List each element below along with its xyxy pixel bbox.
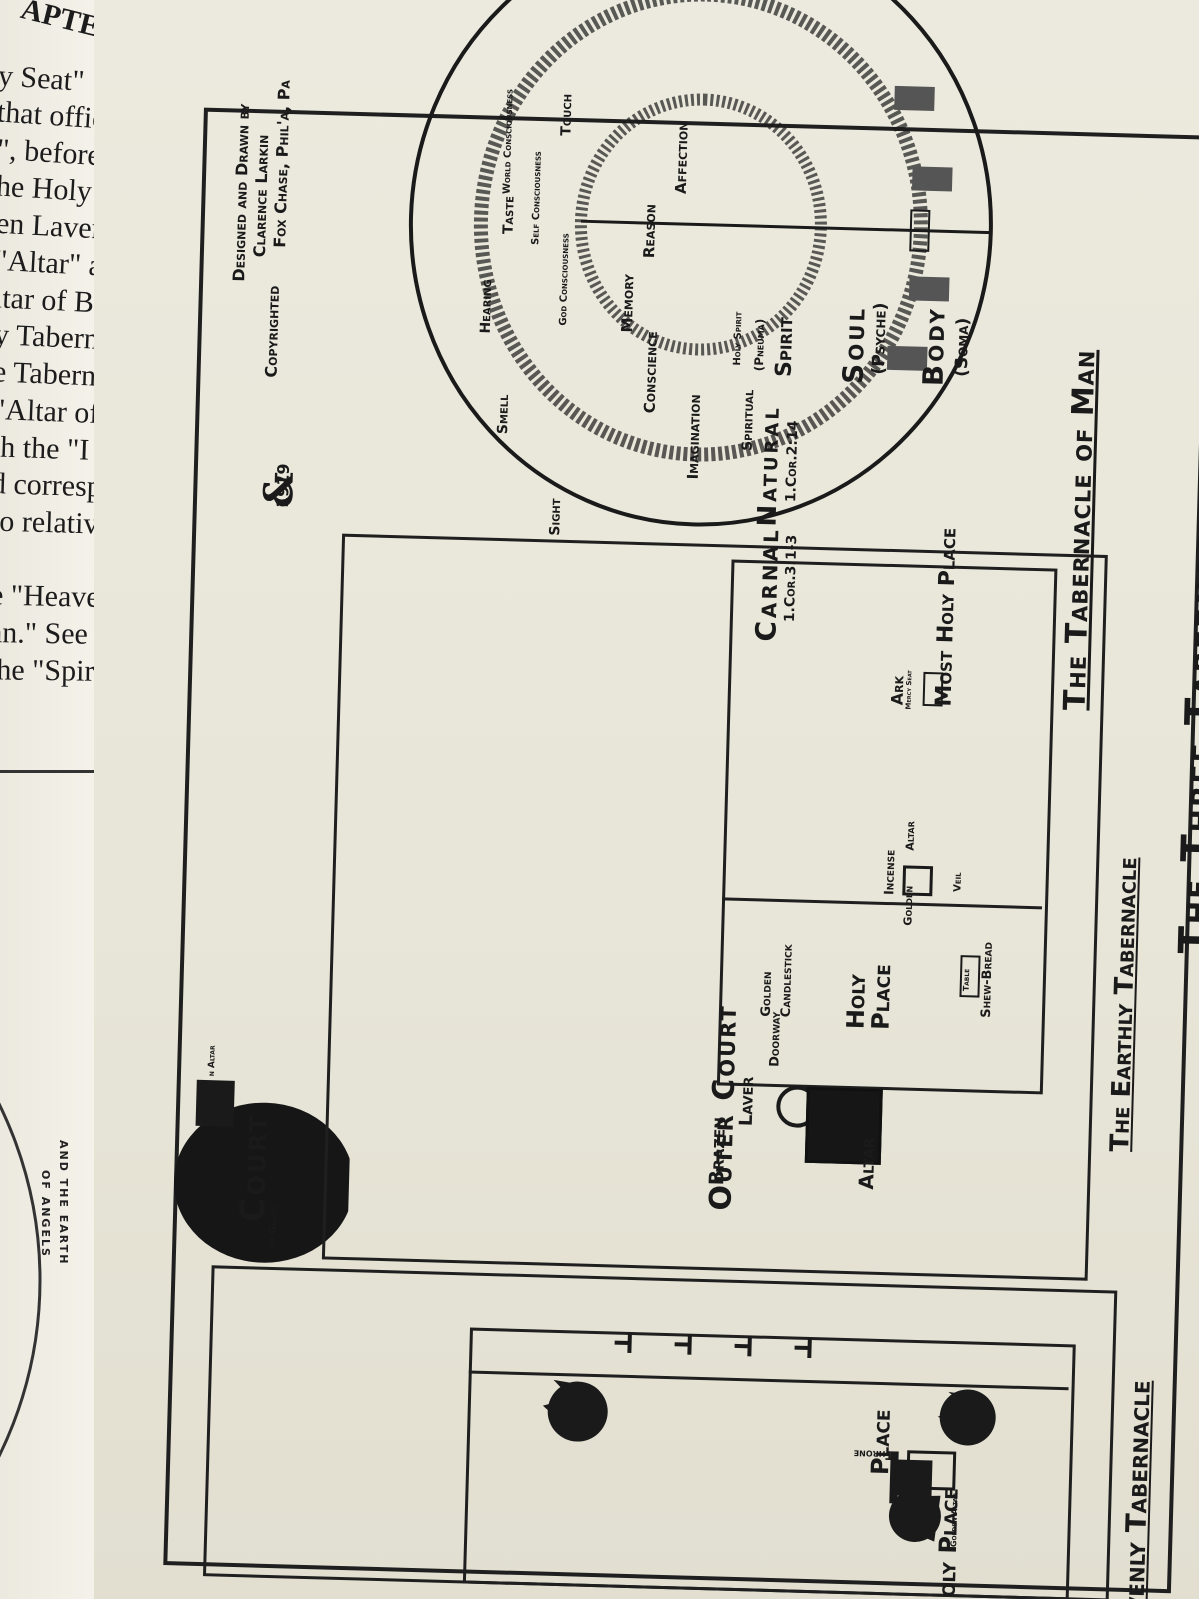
sea-of-glass-drawing	[173, 1102, 352, 1263]
outer-court-label: Outer Court	[703, 1003, 745, 1211]
previous-page-line: ltar of Bu	[0, 281, 100, 320]
heavenly-lamps-drawing	[614, 1332, 812, 1359]
carnal-ref: 1.Cor.3:1-3	[781, 534, 801, 623]
previous-page-line: y Seat"	[0, 59, 86, 98]
golden-label: Golden	[901, 885, 916, 926]
mercy-seat-box	[922, 671, 944, 707]
previous-page-line: ", before	[0, 132, 100, 173]
previous-page-arc-label: OF ANGELS	[39, 1170, 52, 1258]
previous-page-line: e "Heaveni	[0, 578, 100, 615]
shew-bread-label: Shew-Bread	[978, 941, 996, 1019]
previous-page-line: th the "I	[0, 430, 90, 467]
faculty-label: Imagination	[683, 394, 705, 480]
sense-label: Taste	[500, 195, 518, 235]
credit-line-2: Clarence Larkin	[249, 134, 273, 258]
copyright-label: Copyrighted	[261, 285, 284, 378]
heavenly-heading: venly Tabernacle	[1117, 1379, 1157, 1599]
previous-page-line: to relativ	[0, 504, 99, 541]
holy-place-label: Holy Place	[841, 963, 897, 1031]
previous-page-rule	[0, 770, 100, 773]
previous-page-header: APTER	[17, 0, 100, 49]
sense-label: Sight	[547, 498, 565, 536]
soul-label: Soul	[836, 305, 872, 385]
altar-label: Altar	[903, 820, 918, 851]
golden-candlestick-label: Golden	[758, 971, 776, 1017]
previous-page-line: "Altar of	[0, 392, 100, 431]
soul-sub-label: (Psyche)	[868, 302, 891, 375]
table-label: Table	[961, 968, 972, 992]
sense-label: Smell	[494, 394, 513, 435]
faculty-label: Reason	[639, 203, 660, 259]
spirit-label: Spirit	[771, 316, 799, 378]
ark-label: Ark	[887, 675, 908, 706]
carnal-label: Carnal	[749, 526, 786, 642]
body-label: Body	[916, 305, 952, 387]
holy-spirit-label: Holy Spirit	[731, 311, 745, 366]
previous-page-line: an." See t	[0, 616, 100, 651]
heavenly-golden-altar-drawing	[889, 1451, 933, 1504]
plate-page: The Three Tabernacles venly Tabernacle T…	[94, 0, 1199, 1599]
brazen-altar-label: Altar	[854, 1137, 880, 1190]
previous-page-line: "Altar" an	[0, 243, 100, 283]
heavenly-brazen-altar-label: n Altar	[206, 1045, 218, 1077]
faculty-label: Conscience	[640, 330, 661, 414]
previous-page-line: d correspo	[0, 467, 100, 504]
man-circle-diagram	[408, 0, 993, 527]
natural-label: Natural	[752, 404, 786, 527]
spirit-sub-label: (Pneuma)	[751, 318, 768, 372]
previous-page-arc-label: AND THE EARTH	[57, 1140, 70, 1266]
previous-page-line: the "Spir	[0, 653, 96, 688]
doorway-label: Doorway	[767, 1011, 784, 1068]
heavenly-golden-altar-label: Golden Altar	[949, 1492, 960, 1548]
incense-label: Incense	[882, 849, 899, 896]
sense-label: Touch	[558, 93, 576, 136]
previous-page-diagram-arcs	[0, 1102, 42, 1458]
heavenly-creatures-drawing	[542, 1379, 996, 1543]
copyright-year: 1919	[272, 463, 294, 509]
natural-ref: 1.Cor.2:14	[783, 420, 802, 503]
veil-label: Veil	[952, 872, 964, 893]
previous-page-line: y Tabernac	[0, 318, 100, 357]
previous-page-line: that offic	[0, 95, 100, 136]
sense-label: Hearing	[477, 279, 496, 334]
body-sub-label: (Soma)	[951, 317, 974, 378]
previous-page-line: he Holy P	[0, 169, 100, 209]
faculty-label: Memory	[617, 273, 638, 333]
previous-page-line: en Laver"	[0, 206, 100, 247]
faculty-label: Affection	[671, 121, 692, 195]
three-tabernacles-plate: The Three Tabernacles venly Tabernacle T…	[163, 0, 1199, 1599]
heavenly-brazen-altar-drawing	[195, 1079, 235, 1127]
golden-candlestick-label: Candlestick	[778, 944, 796, 1018]
previous-page-line: e Tabernac	[0, 355, 100, 394]
